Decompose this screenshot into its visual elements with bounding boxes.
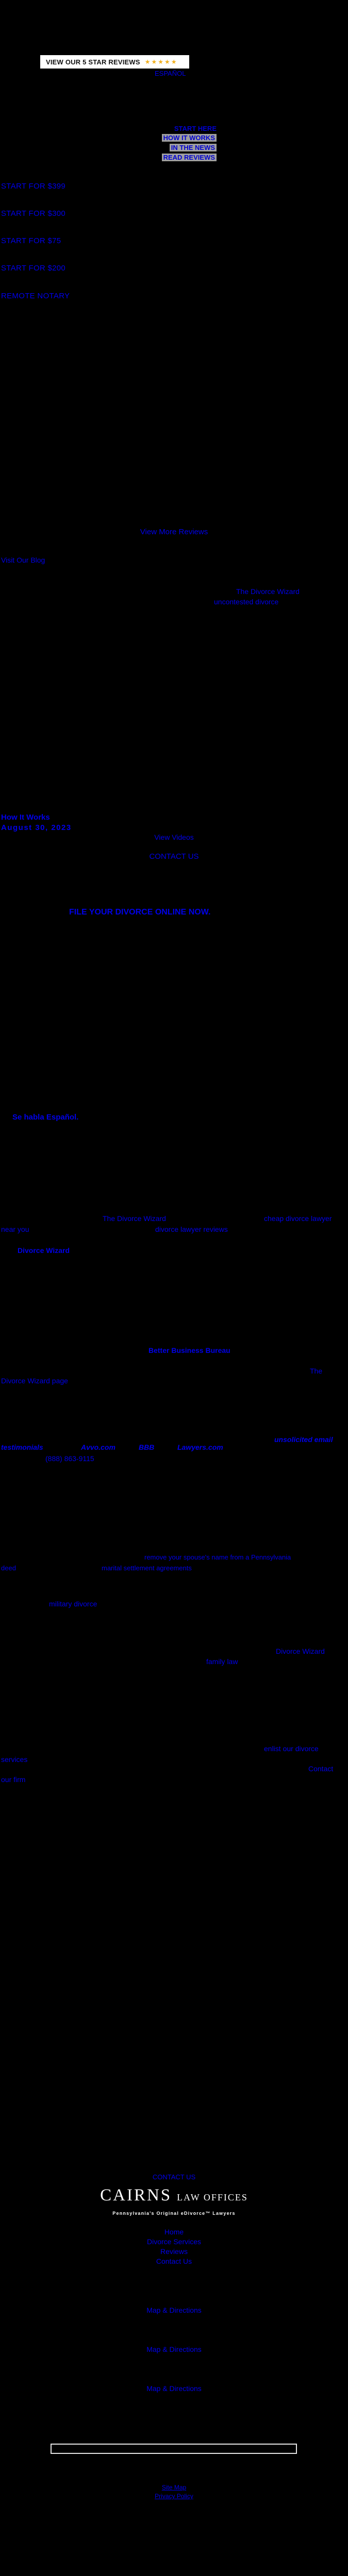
link-map-directions-1[interactable]: Map & Directions [146, 2306, 202, 2314]
link-unsolicited-email[interactable]: unsolicited email [274, 1435, 333, 1444]
link-phone-number[interactable]: (888) 863-9115 [45, 1454, 94, 1463]
link-bbb[interactable]: BBB [139, 1443, 155, 1451]
footer-contact-us-link[interactable]: CONTACT US [152, 2173, 196, 2181]
link-lawyers-com[interactable]: Lawyers.com [177, 1443, 223, 1451]
logo-tagline: Pennsylvania's Original eDivorce™ Lawyer… [112, 2211, 236, 2216]
link-uncontested-divorce[interactable]: uncontested divorce [214, 598, 279, 606]
logo-main-text: CAIRNS [100, 2186, 172, 2205]
link-enlist-our-divorce[interactable]: enlist our divorce [264, 1744, 319, 1753]
footer-nav-contact-us[interactable]: Contact Us [156, 2257, 192, 2265]
logo-sub-text: LAW OFFICES [177, 2192, 248, 2202]
link-se-habla-espanol[interactable]: Se habla Español. [12, 1113, 79, 1122]
nav-item-start-here[interactable]: START HERE [174, 125, 217, 132]
star-rating-icon: ★★★★★ [144, 58, 178, 65]
link-divorce-wizard-bold[interactable]: Divorce Wizard [18, 1246, 70, 1255]
link-our-firm[interactable]: our firm [1, 1775, 26, 1784]
link-avvo[interactable]: Avvo.com [81, 1443, 115, 1451]
link-divorce-wizard-page[interactable]: Divorce Wizard page [1, 1377, 68, 1385]
post-date: August 30, 2023 [1, 823, 72, 832]
link-cheap-divorce-lawyer[interactable]: cheap divorce lawyer [264, 1214, 332, 1223]
link-near-you[interactable]: near you [1, 1225, 29, 1233]
link-the-divorce-wizard[interactable]: The Divorce Wizard [236, 587, 300, 596]
link-remove-spouse-name[interactable]: remove your spouse's name from a Pennsyl… [144, 1553, 291, 1561]
link-map-directions-3[interactable]: Map & Directions [146, 2384, 202, 2393]
link-marital-settlement-agreements[interactable]: marital settlement agreements [102, 1564, 192, 1572]
link-map-directions-2[interactable]: Map & Directions [146, 2345, 202, 2353]
link-visit-our-blog[interactable]: Visit Our Blog [1, 556, 45, 564]
link-testimonials[interactable]: testimonials [1, 1443, 43, 1451]
five-star-reviews-banner[interactable]: VIEW OUR 5 STAR REVIEWS ★★★★★ [40, 55, 189, 69]
link-divorce-lawyer-reviews[interactable]: divorce lawyer reviews [155, 1225, 228, 1233]
sidebar-item-start-200[interactable]: START FOR $200 [1, 264, 66, 273]
link-divorce-wizard-3[interactable]: Divorce Wizard [276, 1647, 325, 1655]
link-services[interactable]: services [1, 1755, 28, 1764]
link-view-videos[interactable]: View Videos [154, 833, 194, 841]
link-privacy-policy[interactable]: Privacy Policy [155, 2493, 193, 2500]
link-the-fragment[interactable]: The [310, 1367, 323, 1375]
cairns-law-offices-logo: CAIRNS LAW OFFICES [0, 2186, 348, 2205]
link-site-map[interactable]: Site Map [161, 2484, 187, 2491]
footer-nav-home[interactable]: Home [164, 2228, 184, 2236]
link-contact-fragment[interactable]: Contact [308, 1765, 334, 1773]
link-family-law[interactable]: family law [206, 1657, 238, 1666]
link-military-divorce[interactable]: military divorce [49, 1600, 97, 1608]
nav-item-read-reviews[interactable]: READ REVIEWS [161, 154, 217, 161]
link-contact-us[interactable]: CONTACT US [149, 852, 199, 861]
banner-label: VIEW OUR 5 STAR REVIEWS [46, 58, 140, 66]
link-deed[interactable]: deed [1, 1564, 16, 1572]
footer-text-input[interactable] [51, 2444, 297, 2454]
link-the-divorce-wizard-2[interactable]: The Divorce Wizard [103, 1214, 166, 1223]
link-espanol[interactable]: ESPAÑOL [155, 70, 186, 77]
link-view-more-reviews[interactable]: View More Reviews [140, 528, 208, 536]
link-better-business-bureau[interactable]: Better Business Bureau [148, 1346, 230, 1354]
footer-nav-reviews[interactable]: Reviews [160, 2247, 188, 2256]
link-file-divorce-online[interactable]: FILE YOUR DIVORCE ONLINE NOW. [69, 908, 211, 917]
sidebar-item-start-300[interactable]: START FOR $300 [1, 209, 66, 218]
footer-nav-divorce-services[interactable]: Divorce Services [146, 2238, 202, 2246]
nav-item-how-it-works[interactable]: HOW IT WORKS [161, 134, 217, 142]
nav-item-in-the-news[interactable]: IN THE NEWS [169, 144, 217, 151]
sidebar-item-remote-notary[interactable]: REMOTE NOTARY [1, 292, 70, 300]
post-title-link[interactable]: How It Works [1, 813, 50, 822]
sidebar-item-start-399[interactable]: START FOR $399 [1, 182, 66, 191]
sidebar-item-start-75[interactable]: START FOR $75 [1, 236, 61, 245]
